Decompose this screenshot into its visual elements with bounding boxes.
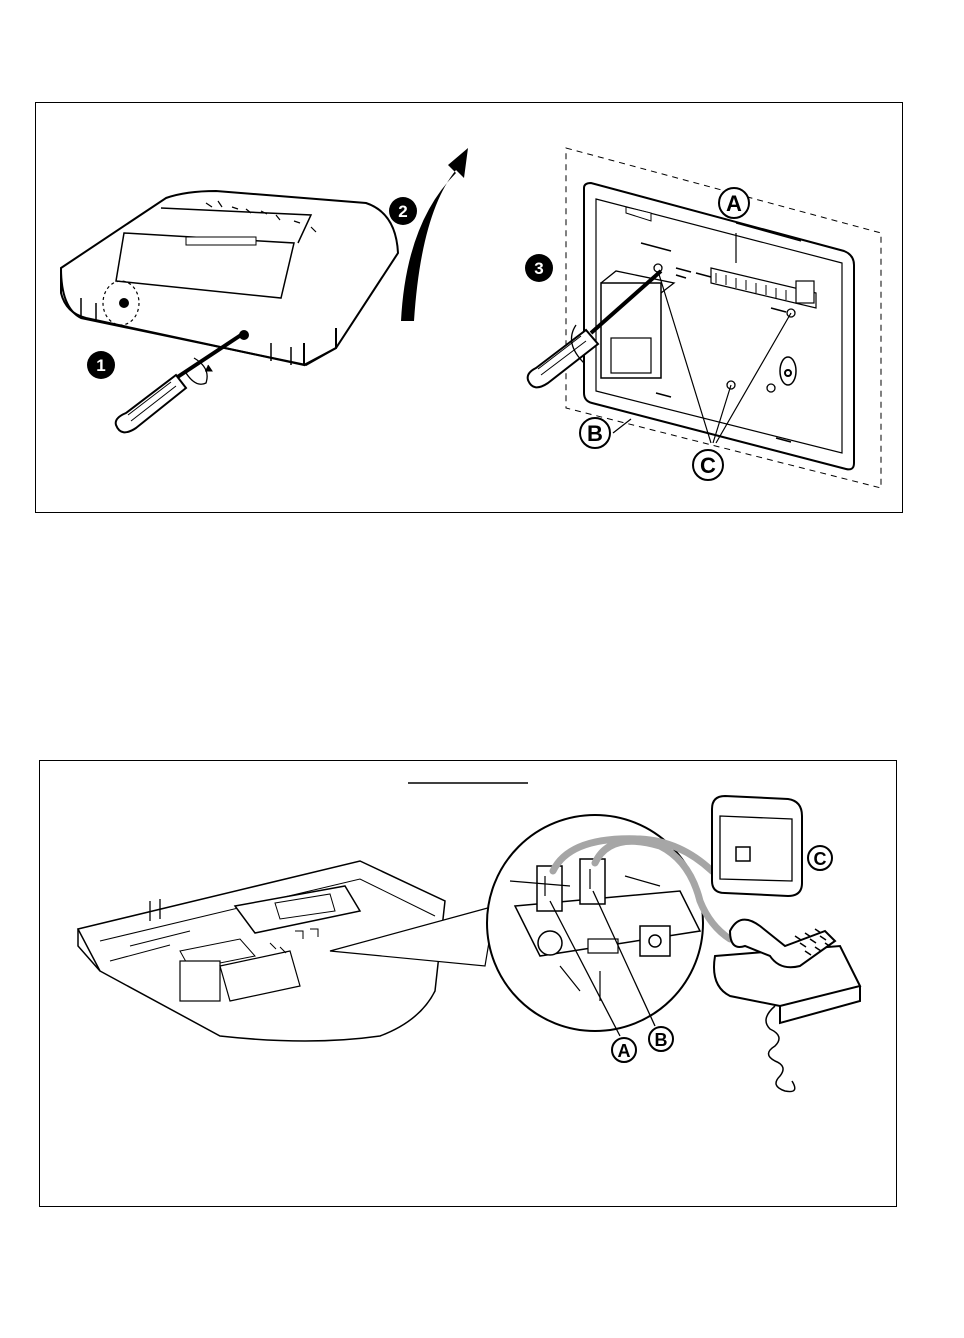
back-plate (584, 183, 854, 469)
svg-text:1: 1 (96, 356, 105, 375)
figure-1-panel: 1 2 3 (35, 102, 903, 513)
telephone-icon (714, 920, 860, 1092)
svg-text:2: 2 (398, 202, 407, 221)
svg-text:A: A (726, 191, 742, 216)
svg-text:B: B (587, 421, 603, 446)
b-pointer-line (613, 419, 631, 433)
wall-jack-icon (712, 796, 802, 896)
figure-2-panel: A B C (39, 760, 897, 1207)
svg-text:3: 3 (534, 259, 543, 278)
svg-text:A: A (618, 1041, 631, 1061)
callout-c: C (808, 846, 832, 870)
step-2-marker: 2 (389, 197, 417, 225)
callout-a: A (719, 188, 749, 218)
callout-b: B (649, 1027, 673, 1051)
control-panel-unit (61, 191, 398, 365)
svg-text:C: C (814, 849, 827, 869)
curved-arrow-icon (401, 148, 468, 321)
figure-1-drawing: 1 2 3 (36, 103, 904, 514)
callout-c: C (693, 450, 723, 480)
step-3-marker: 3 (525, 254, 553, 282)
step-1-marker: 1 (87, 351, 115, 379)
callout-b: B (580, 418, 610, 448)
svg-text:C: C (700, 453, 716, 478)
screwdriver-icon (116, 335, 241, 432)
callout-a: A (612, 1038, 636, 1062)
figure-2-drawing: A B C (40, 761, 898, 1208)
svg-text:B: B (655, 1030, 668, 1050)
